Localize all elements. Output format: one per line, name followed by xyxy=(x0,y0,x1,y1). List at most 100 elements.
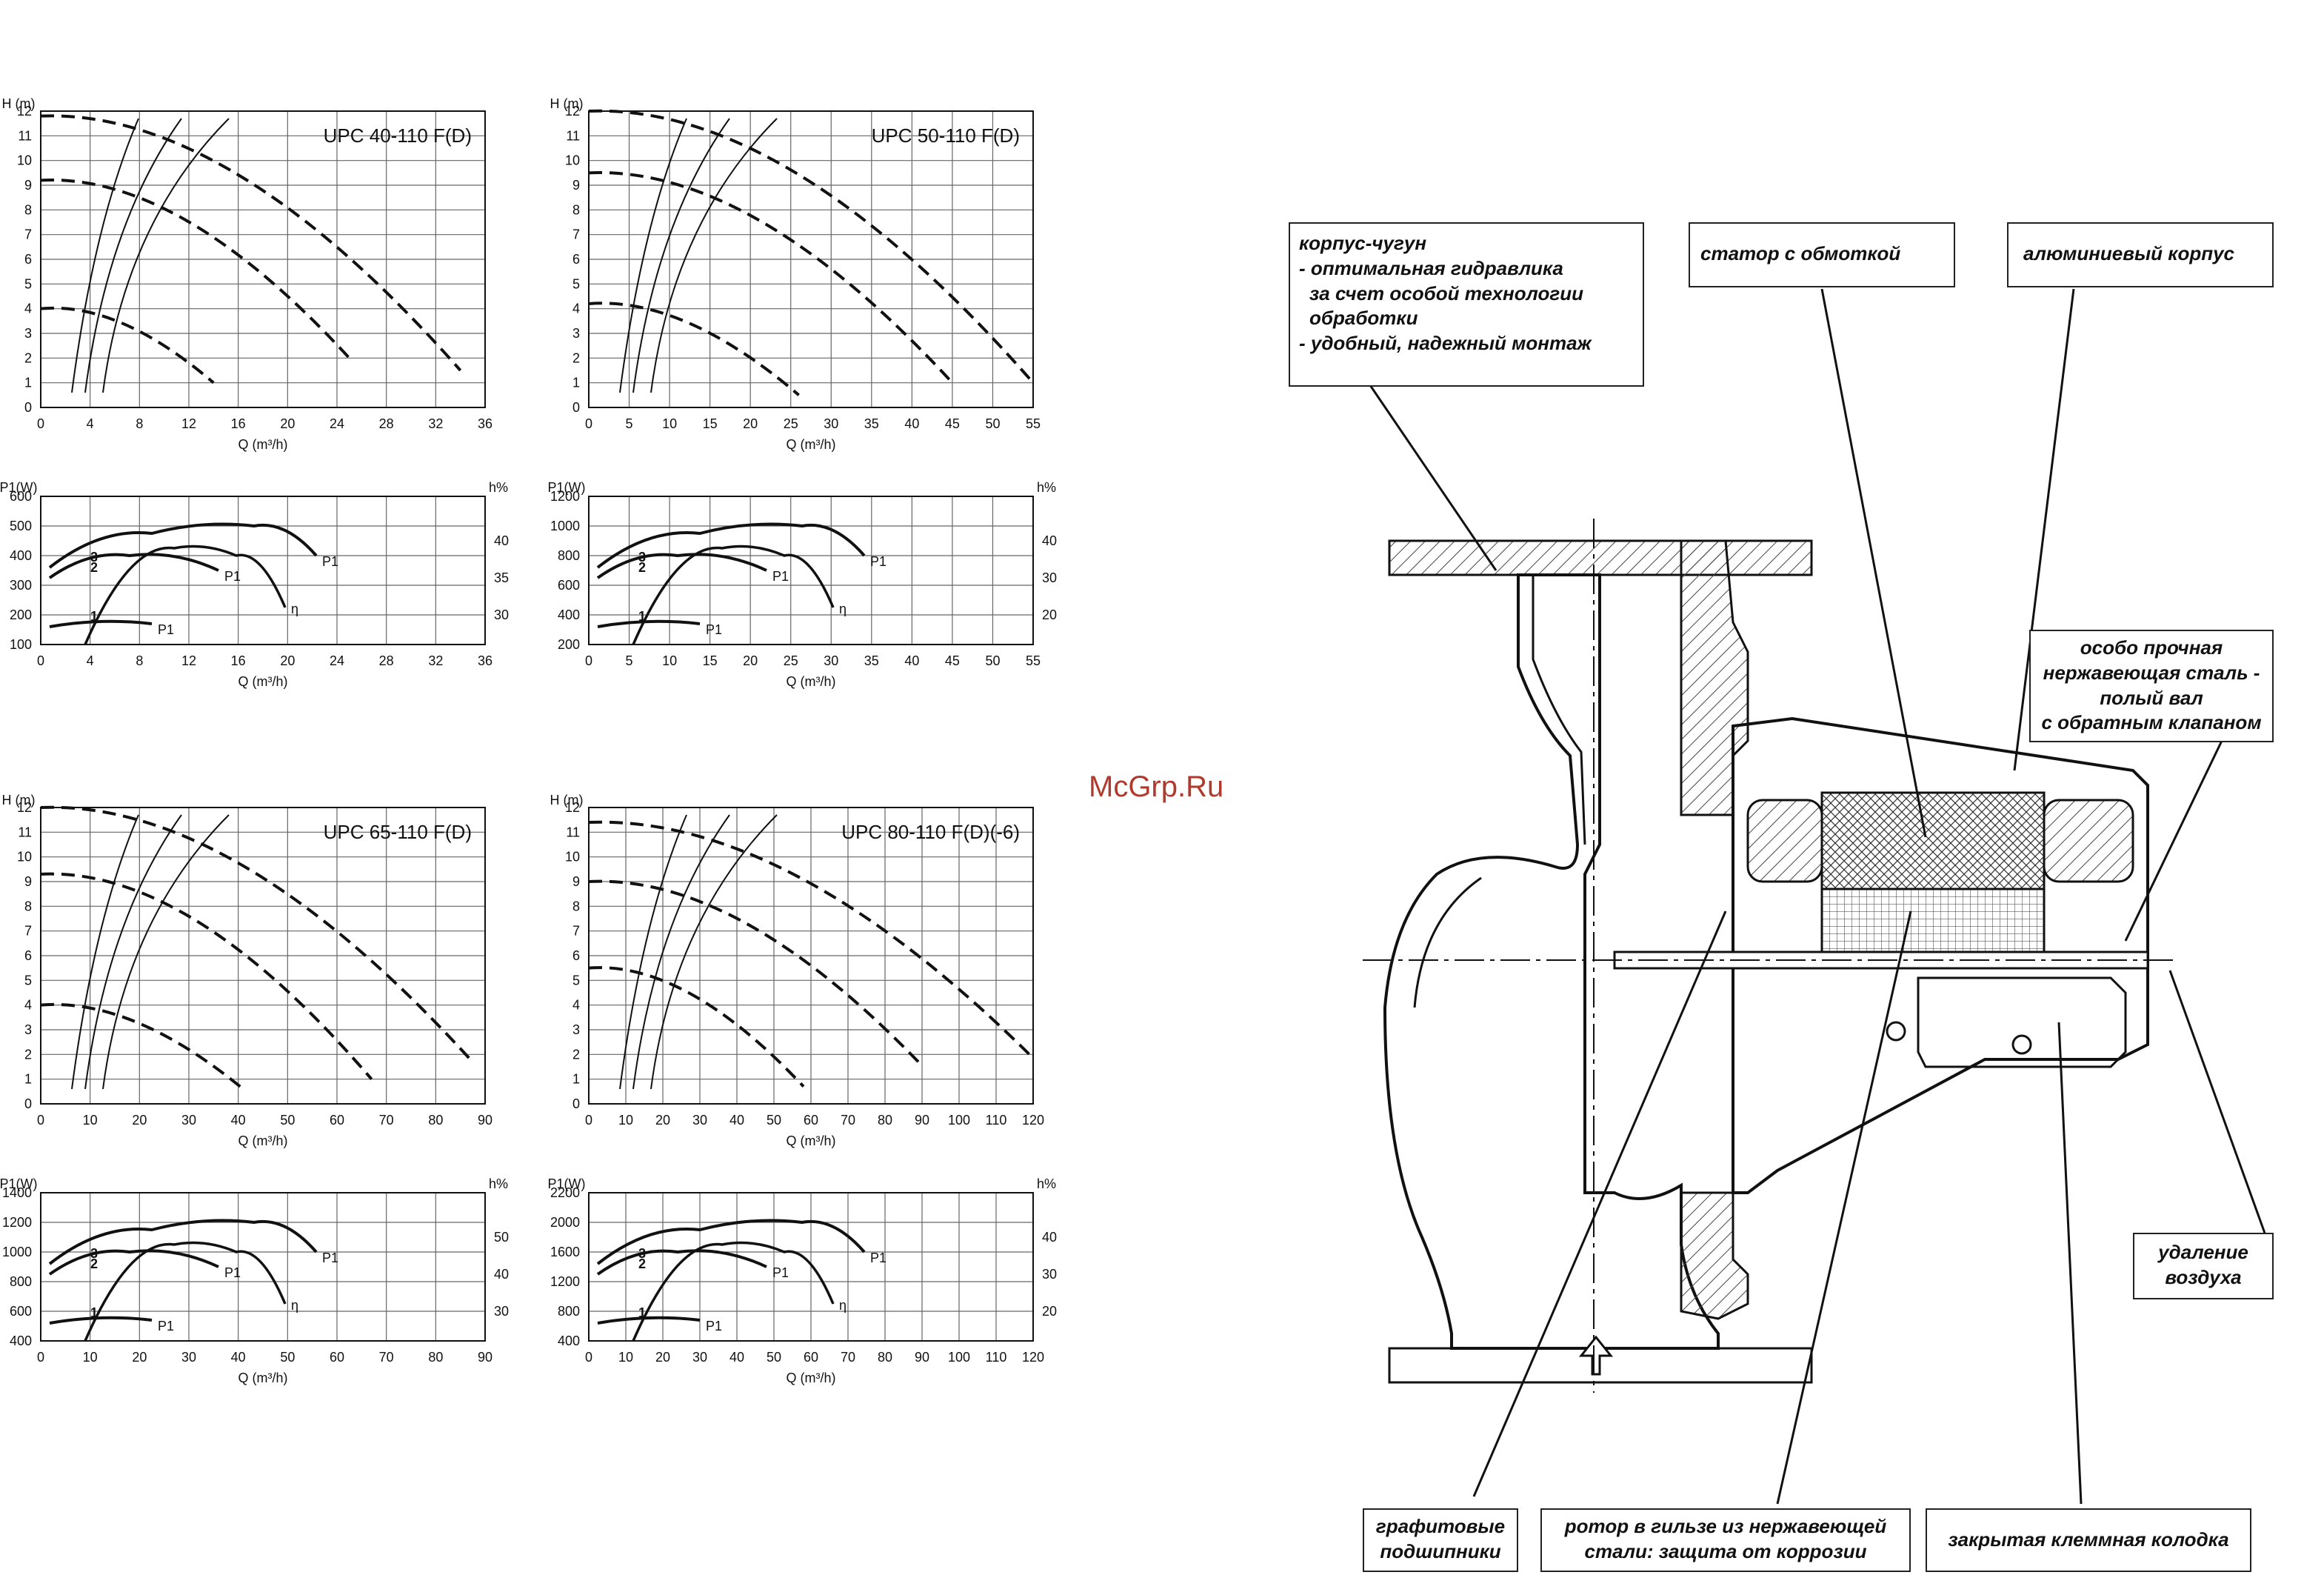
q-tick-label: 70 xyxy=(379,1113,394,1128)
pump-cross-section xyxy=(1363,519,2177,1393)
h-tick-label: 5 xyxy=(572,973,580,988)
q-tick-label: 15 xyxy=(703,653,718,668)
watermark: McGrp.Ru xyxy=(1089,770,1224,803)
curve-number: 3 xyxy=(638,1246,646,1261)
system-curve xyxy=(71,118,139,393)
h-tick-label: 4 xyxy=(24,998,32,1013)
y-axis-label: H (m) xyxy=(2,96,36,111)
eff-tick-label: 20 xyxy=(1042,1304,1057,1319)
plot-frame xyxy=(588,110,1034,408)
q-tick-label: 4 xyxy=(87,653,94,668)
h-tick-label: 6 xyxy=(24,948,32,963)
h-tick-label: 0 xyxy=(572,400,580,415)
h-tick-label: 1 xyxy=(572,1072,580,1087)
q-tick-label: 8 xyxy=(136,653,143,668)
p1-label: P1 xyxy=(772,1265,789,1280)
terminal-box xyxy=(1917,976,2127,1068)
q-tick-label: 0 xyxy=(37,416,44,431)
q-tick-label: 30 xyxy=(181,1113,196,1128)
q-tick-label: 50 xyxy=(280,1350,295,1365)
q-tick-label: 32 xyxy=(428,653,443,668)
label-line: закрытая клеммная колодка xyxy=(1948,1528,2229,1551)
eff-tick-label: 40 xyxy=(494,1267,509,1282)
label-line: нержавеющая сталь - xyxy=(2043,661,2260,684)
h-tick-label: 2 xyxy=(24,350,32,365)
h-tick-label: 1 xyxy=(24,376,32,390)
p1-label: P1 xyxy=(706,1319,722,1333)
h-tick-label: 12 xyxy=(565,104,580,119)
system-curve xyxy=(84,814,182,1090)
p-tick-label: 400 xyxy=(558,1333,580,1348)
system-curve xyxy=(84,118,182,393)
h-tick-label: 9 xyxy=(24,178,32,193)
q-tick-label: 100 xyxy=(948,1113,970,1128)
q-tick-label: 120 xyxy=(1022,1350,1044,1365)
p-tick-label: 800 xyxy=(558,548,580,563)
curve-number: 2 xyxy=(638,560,646,575)
hq-curve-1 xyxy=(588,966,805,1088)
p-tick-label: 800 xyxy=(10,1274,32,1289)
h-tick-label: 0 xyxy=(24,1096,32,1111)
q-tick-label: 80 xyxy=(878,1350,892,1365)
q-tick-label: 12 xyxy=(181,416,196,431)
q-tick-label: 40 xyxy=(729,1113,744,1128)
label-cast-iron-body: корпус-чугун - оптимальная гидравлика за… xyxy=(1289,222,1644,387)
q-tick-label: 40 xyxy=(904,416,919,431)
q-tick-label: 15 xyxy=(703,416,718,431)
q-tick-label: 40 xyxy=(904,653,919,668)
x-axis-label: Q (m³/h) xyxy=(238,437,288,452)
eff-tick-label: 40 xyxy=(1042,533,1057,548)
eff-tick-label: 30 xyxy=(1042,1267,1057,1282)
hq-curve-2 xyxy=(40,178,351,359)
q-tick-label: 24 xyxy=(330,416,344,431)
power-curve xyxy=(596,553,767,579)
system-curve xyxy=(102,814,230,1090)
h-tick-label: 8 xyxy=(24,202,32,217)
plot-frame xyxy=(588,807,1034,1105)
hq-curve-3 xyxy=(40,805,472,1061)
q-tick-label: 35 xyxy=(864,653,879,668)
q-tick-label: 20 xyxy=(280,416,295,431)
p1-label: P1 xyxy=(224,1265,241,1280)
p-tick-label: 1200 xyxy=(550,489,580,504)
system-curve xyxy=(102,118,230,393)
p-tick-label: 300 xyxy=(10,578,32,593)
q-tick-label: 30 xyxy=(692,1113,707,1128)
x-axis-label: Q (m³/h) xyxy=(238,674,288,689)
foot-block xyxy=(1680,1191,1749,1320)
p-tick-label: 600 xyxy=(10,489,32,504)
p-tick-label: 1000 xyxy=(2,1245,32,1259)
label-rotor-sleeve: ротор в гильзе из нержавеющей стали: защ… xyxy=(1540,1508,1911,1572)
q-tick-label: 36 xyxy=(478,416,492,431)
q-tick-label: 0 xyxy=(585,653,592,668)
p-tick-label: 400 xyxy=(10,1333,32,1348)
q-tick-label: 25 xyxy=(784,653,798,668)
p-tick-label: 600 xyxy=(10,1304,32,1319)
h-tick-label: 4 xyxy=(572,998,580,1013)
label-line: за счет особой технологии xyxy=(1309,282,1583,304)
power-curve xyxy=(48,553,219,579)
label-stator: статор с обмоткой xyxy=(1689,222,1955,287)
volute-wall xyxy=(1413,575,1586,1008)
h-tick-label: 7 xyxy=(572,227,580,242)
q-tick-label: 20 xyxy=(743,653,758,668)
eta-label: η xyxy=(839,602,847,616)
eta-label: η xyxy=(839,1298,847,1313)
q-tick-label: 8 xyxy=(136,416,143,431)
h-tick-label: 8 xyxy=(572,899,580,913)
q-tick-label: 35 xyxy=(864,416,879,431)
hq-curve-2 xyxy=(588,171,954,384)
q-tick-label: 30 xyxy=(824,416,838,431)
plot-frame xyxy=(40,496,486,645)
plot-frame xyxy=(40,110,486,408)
p-tick-label: 400 xyxy=(558,607,580,622)
x-axis-label: Q (m³/h) xyxy=(787,1133,836,1148)
q-tick-label: 25 xyxy=(784,416,798,431)
x-axis-label: Q (m³/h) xyxy=(238,1133,288,1148)
h-tick-label: 12 xyxy=(17,800,32,815)
h-tick-label: 6 xyxy=(24,252,32,267)
q-tick-label: 20 xyxy=(655,1113,670,1128)
